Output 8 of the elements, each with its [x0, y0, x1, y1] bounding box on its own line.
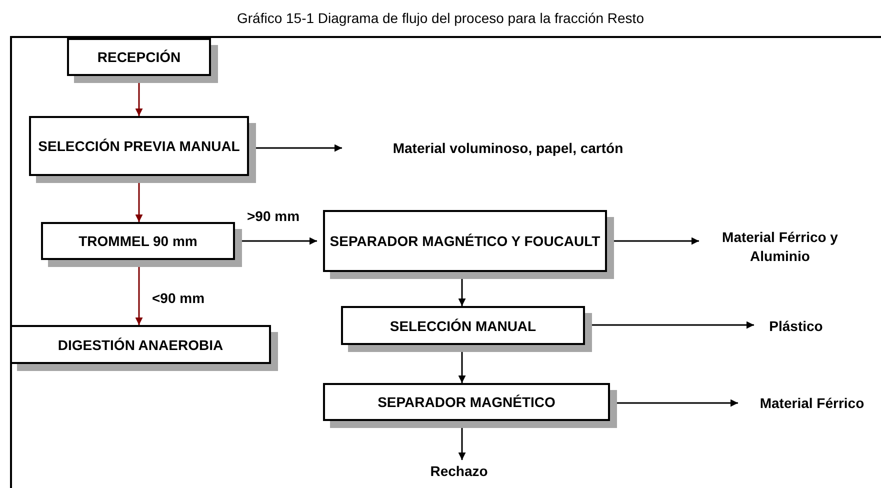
edge-label: >90 mm	[245, 208, 302, 224]
output-label: Material Férrico	[744, 392, 880, 414]
diagram-title: Gráfico 15-1 Diagrama de flujo del proceso para la fracción Resto	[236, 10, 645, 26]
output-label: Material voluminoso, papel, cartón	[348, 137, 668, 159]
output-label: Plástico	[760, 315, 832, 337]
output-label: Material Férrico y Aluminio	[705, 226, 855, 268]
output-label: Rechazo	[412, 460, 506, 482]
edge-label: <90 mm	[150, 290, 207, 306]
